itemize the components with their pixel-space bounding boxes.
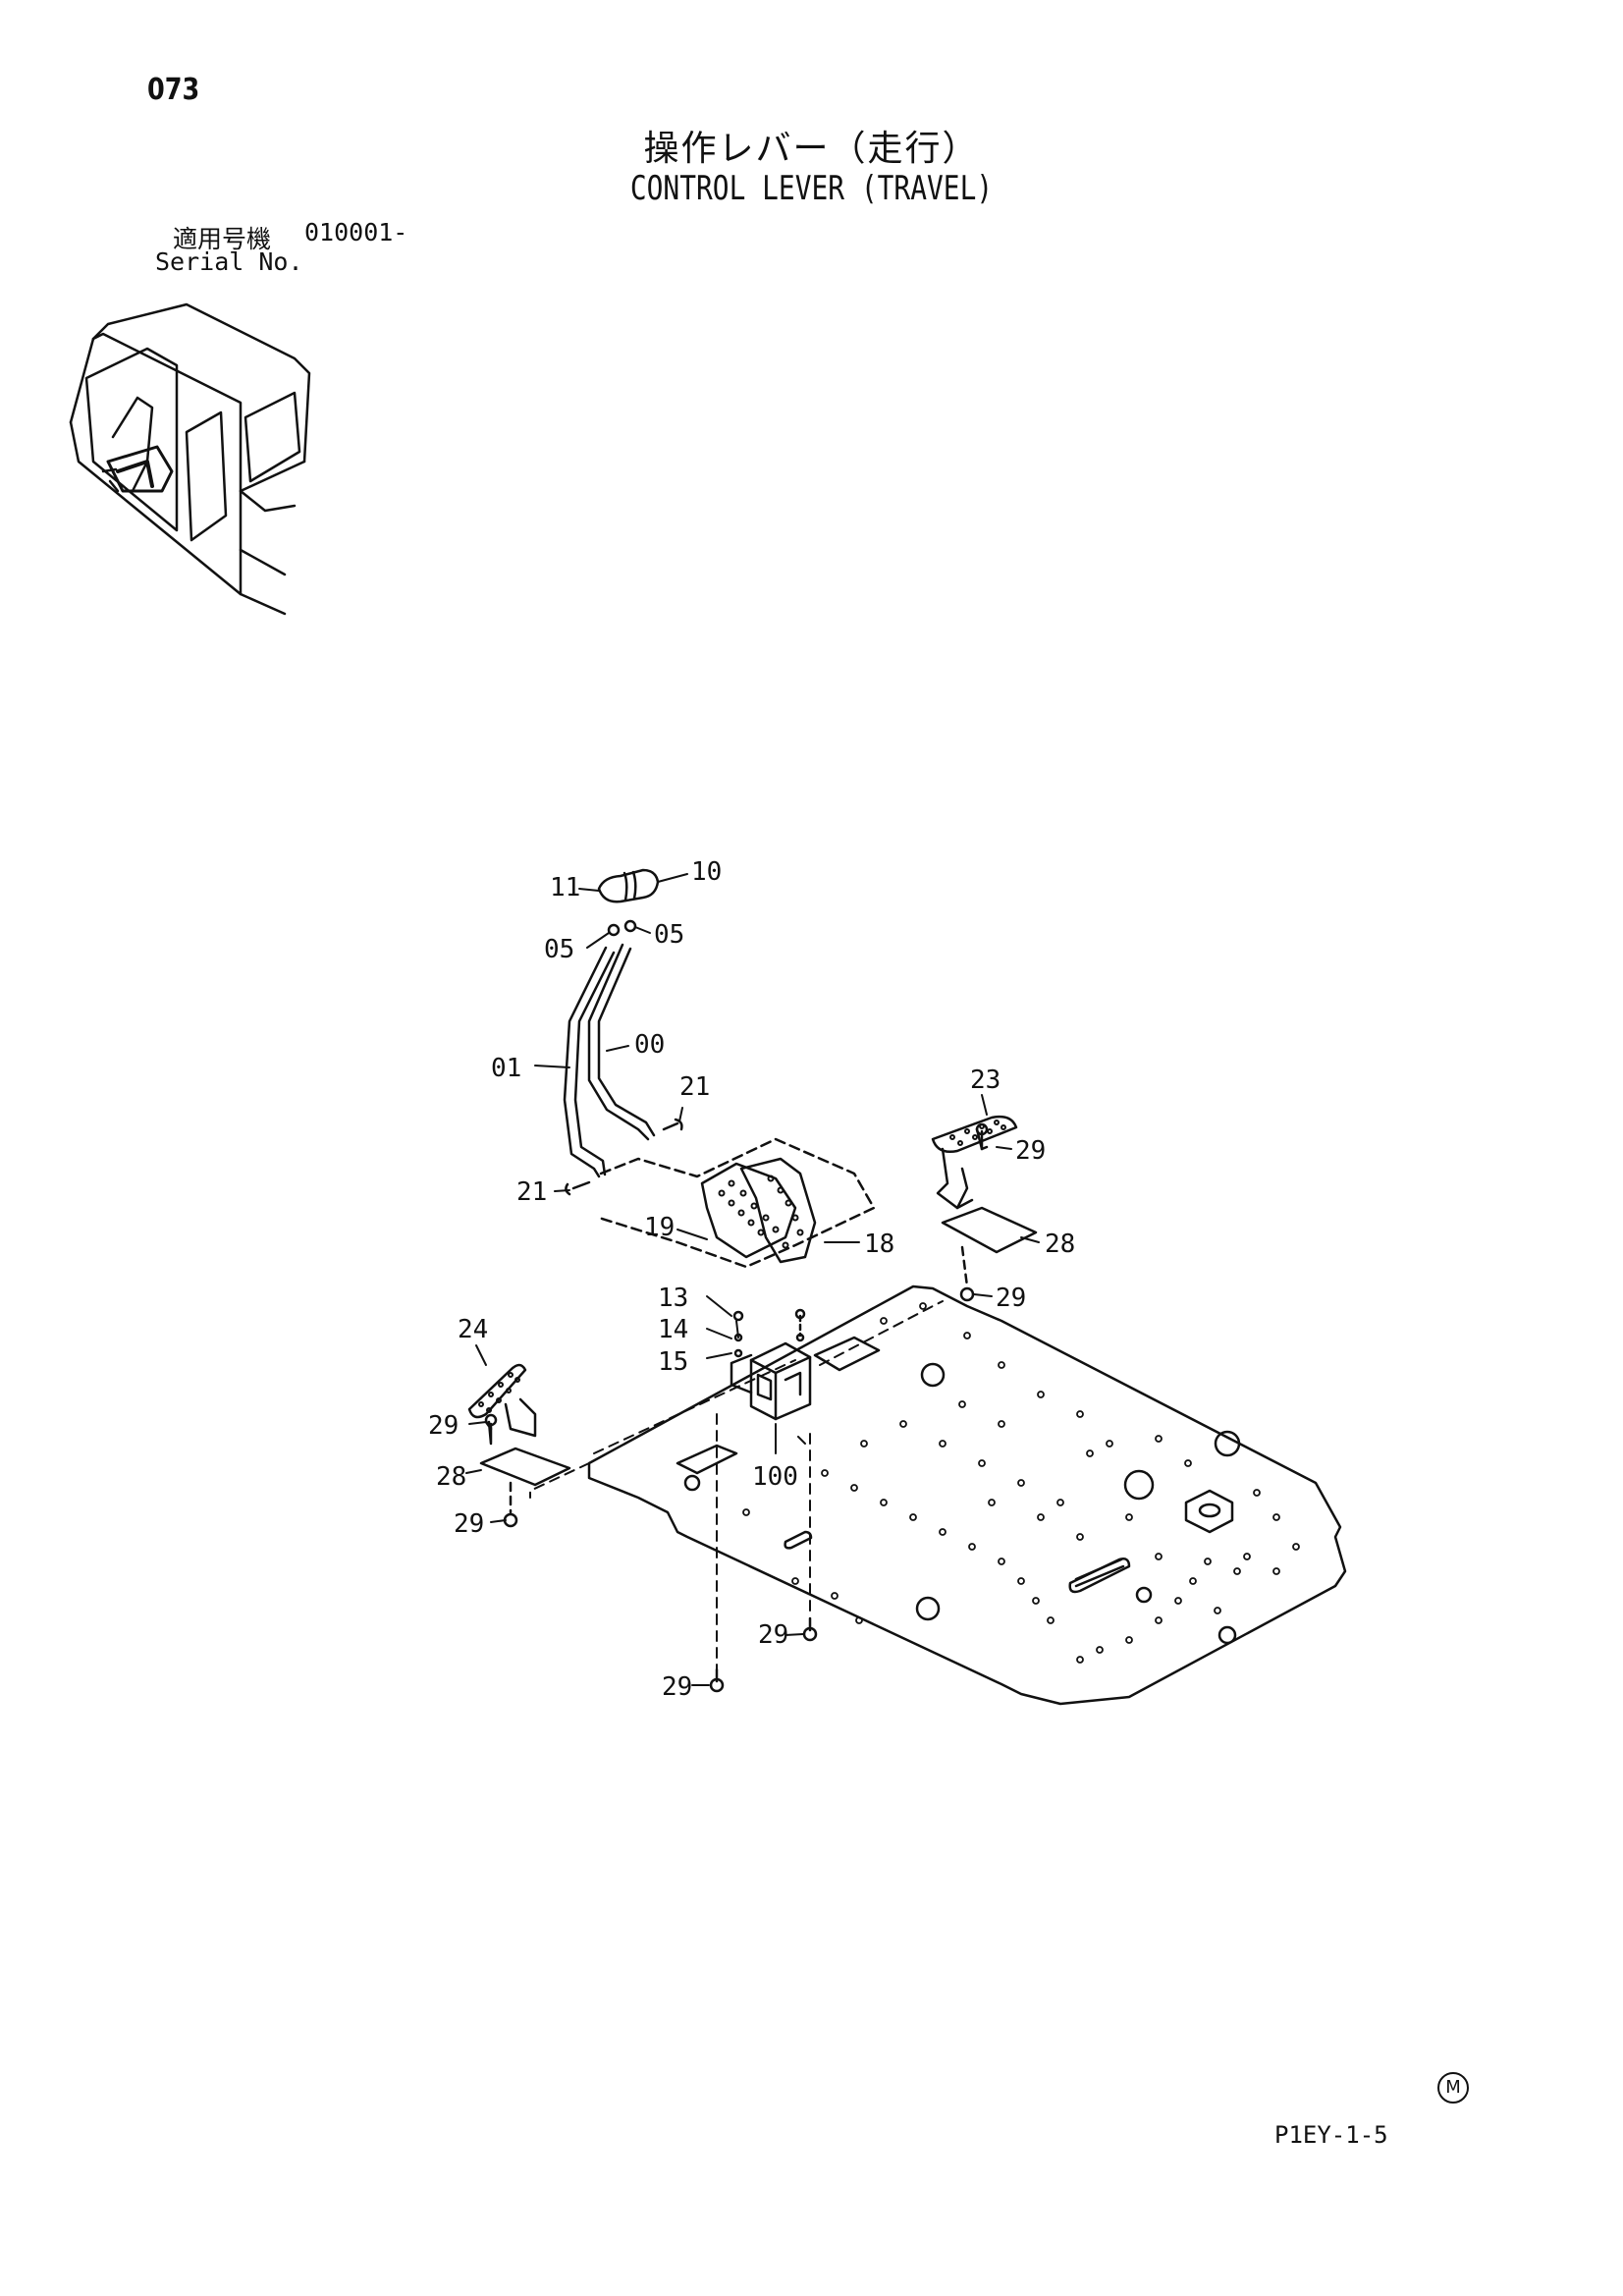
callout-21-lower: 21 (516, 1177, 547, 1207)
callout-29-left-pedal: 29 (428, 1411, 459, 1441)
callout-100: 100 (752, 1462, 798, 1492)
callout-29-right-lower: 29 (996, 1284, 1026, 1313)
assembly-phantom-lines (529, 1300, 944, 1670)
leader-lines (465, 873, 1040, 1686)
callout-15: 15 (658, 1347, 688, 1377)
callout-05-right: 05 (654, 920, 684, 950)
page-title-japanese: 操作レバー（走行） (643, 129, 980, 169)
callout-28-left: 28 (436, 1462, 466, 1492)
floor-bolts (484, 1122, 989, 1693)
floor-mat-assembly (597, 1137, 876, 1269)
callout-29-floor-right: 29 (758, 1620, 788, 1650)
callout-23: 23 (970, 1066, 1001, 1095)
floor-plate (587, 1285, 1347, 1706)
callout-21-upper: 21 (679, 1072, 710, 1102)
revision-mark: M (1437, 2072, 1469, 2104)
right-pedal-assembly (931, 1115, 1038, 1302)
callout-13: 13 (658, 1284, 688, 1313)
callout-29-floor-left: 29 (662, 1672, 692, 1702)
serial-label-english: Serial No. (155, 247, 303, 276)
callout-11: 11 (550, 873, 580, 902)
callout-05-left: 05 (544, 935, 574, 964)
callout-29-right-pedal: 29 (1015, 1136, 1046, 1166)
serial-label-japanese: 適用号機 (173, 225, 272, 253)
callout-29-left-lower: 29 (454, 1509, 484, 1539)
drawing-code: P1EY-1-5 (1274, 2121, 1388, 2149)
callout-18: 18 (864, 1230, 894, 1259)
callout-labels: 10 11 05 05 00 01 21 21 19 18 23 29 28 2… (428, 857, 1075, 1702)
callout-24: 24 (458, 1315, 488, 1344)
left-pedal-assembly (467, 1363, 571, 1528)
callout-14: 14 (658, 1315, 688, 1344)
callout-10: 10 (691, 857, 722, 887)
serial-number: 010001- (304, 218, 408, 246)
cab-locator-thumbnail (69, 302, 311, 616)
callout-00: 00 (634, 1030, 665, 1060)
page-number: 073 (147, 73, 200, 107)
callout-19: 19 (644, 1213, 675, 1242)
pilot-valve-assembly (730, 1308, 812, 1421)
callout-28-right: 28 (1045, 1230, 1075, 1259)
page-title-english: CONTROL LEVER (TRAVEL) (629, 169, 994, 208)
callout-01: 01 (491, 1054, 521, 1083)
